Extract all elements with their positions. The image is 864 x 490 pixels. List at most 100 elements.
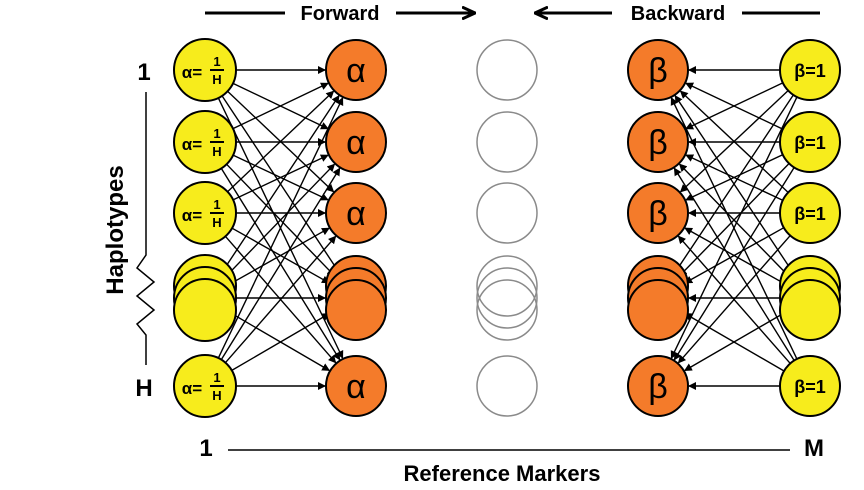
transition-edge <box>677 234 792 364</box>
beta-column: β β β β <box>627 39 689 417</box>
alpha-init-node: α= 1 H <box>173 38 237 102</box>
alpha-init-denominator: H <box>212 388 221 403</box>
empty-marker-node <box>476 267 538 329</box>
alpha-init-numerator: 1 <box>213 54 220 69</box>
beta-init-node: β=1 <box>779 111 841 173</box>
beta-node: β <box>627 39 689 101</box>
beta-init-node: β=1 <box>779 182 841 244</box>
beta-symbol: β <box>648 52 668 90</box>
empty-marker-node <box>476 182 538 244</box>
transition-edge <box>230 81 329 130</box>
alpha-init-denominator: H <box>212 144 221 159</box>
transition-edge <box>685 82 785 131</box>
haplotype-first-label: 1 <box>137 59 150 86</box>
alpha-symbol: α <box>346 52 366 90</box>
transition-edge <box>229 226 330 284</box>
empty-marker-node <box>476 279 538 341</box>
alpha-stack <box>325 255 387 341</box>
alpha-symbol: α <box>346 124 366 162</box>
transition-edge <box>230 154 329 202</box>
transition-edge <box>219 167 341 362</box>
transition-edge <box>684 226 786 284</box>
alpha-init-prefix: α= <box>182 135 202 154</box>
transition-edge <box>674 93 795 274</box>
backward-transition-edges <box>670 66 799 390</box>
alpha-init-prefix: α= <box>182 206 202 225</box>
transition-edge <box>673 167 796 362</box>
transition-edge <box>224 163 336 278</box>
alpha-init-numerator: 1 <box>213 126 220 141</box>
beta-node: β <box>627 111 689 173</box>
empty-marker-node <box>476 39 538 101</box>
alpha-init-prefix: α= <box>182 63 202 82</box>
beta-node: β <box>627 355 689 417</box>
transition-edge <box>678 163 791 278</box>
alpha-init-node: α= 1 H <box>173 354 237 418</box>
beta-init-label: β=1 <box>794 204 826 224</box>
alpha-symbol: α <box>346 368 366 406</box>
alpha-init-column: α= 1 H α= 1 H α= 1 H α= 1 <box>173 38 237 418</box>
alpha-column: α α α α <box>325 39 387 417</box>
alpha-node: α <box>325 182 387 244</box>
transition-edge <box>674 94 795 275</box>
marker-first-label: 1 <box>199 435 212 462</box>
transition-edge <box>223 235 337 365</box>
reference-markers-label: Reference Markers <box>404 461 601 486</box>
transition-edge <box>230 153 329 201</box>
transition-edge <box>225 90 335 194</box>
transition-edge <box>679 90 790 194</box>
alpha-init-denominator: H <box>212 215 221 230</box>
transition-edge <box>220 93 340 274</box>
beta-symbol: β <box>648 368 668 406</box>
marker-last-label: M <box>804 435 824 462</box>
backward-label: Backward <box>631 3 726 25</box>
transition-edge <box>229 227 330 285</box>
transition-edge <box>670 96 799 361</box>
transition-edge <box>220 94 340 275</box>
beta-stack <box>627 255 689 341</box>
empty-marker-node <box>476 255 538 317</box>
alpha-node: α <box>325 39 387 101</box>
transition-edge <box>673 166 796 361</box>
beta-init-stack <box>779 255 841 341</box>
transition-edge <box>685 81 785 130</box>
transition-edge <box>684 227 786 285</box>
middle-marker-column <box>476 39 538 417</box>
transition-edge <box>679 89 790 193</box>
haplotypes-axis-label: Haplotypes <box>102 165 129 294</box>
empty-marker-node <box>476 355 538 417</box>
transition-edge <box>216 97 344 361</box>
beta-init-label: β=1 <box>794 377 826 397</box>
transition-edge <box>229 312 331 373</box>
transition-edge <box>219 166 341 361</box>
transition-edge <box>677 235 792 365</box>
transition-edge <box>229 311 331 372</box>
transition-edge <box>683 312 786 373</box>
transition-edge <box>683 311 786 372</box>
alpha-init-node: α= 1 H <box>173 181 237 245</box>
transition-edge <box>678 162 791 277</box>
beta-init-column: β=1 β=1 β=1 β=1 <box>779 39 841 417</box>
forward-transition-edges <box>216 66 344 390</box>
transition-edge <box>225 89 335 193</box>
alpha-init-numerator: 1 <box>213 370 220 385</box>
transition-edge <box>224 162 336 277</box>
beta-symbol: β <box>648 124 668 162</box>
alpha-init-stack <box>173 254 237 342</box>
alpha-init-prefix: α= <box>182 379 202 398</box>
alpha-node: α <box>325 355 387 417</box>
beta-node: β <box>627 182 689 244</box>
alpha-init-numerator: 1 <box>213 197 220 212</box>
haplotype-last-label: H <box>135 375 152 402</box>
transition-edge <box>685 153 784 201</box>
beta-symbol: β <box>648 195 668 233</box>
empty-marker-node <box>476 111 538 173</box>
transition-edge <box>685 154 784 202</box>
transition-edge <box>230 82 329 131</box>
beta-init-label: β=1 <box>794 61 826 81</box>
alpha-init-node: α= 1 H <box>173 110 237 174</box>
beta-init-label: β=1 <box>794 133 826 153</box>
alpha-init-denominator: H <box>212 72 221 87</box>
forward-label: Forward <box>301 3 380 25</box>
